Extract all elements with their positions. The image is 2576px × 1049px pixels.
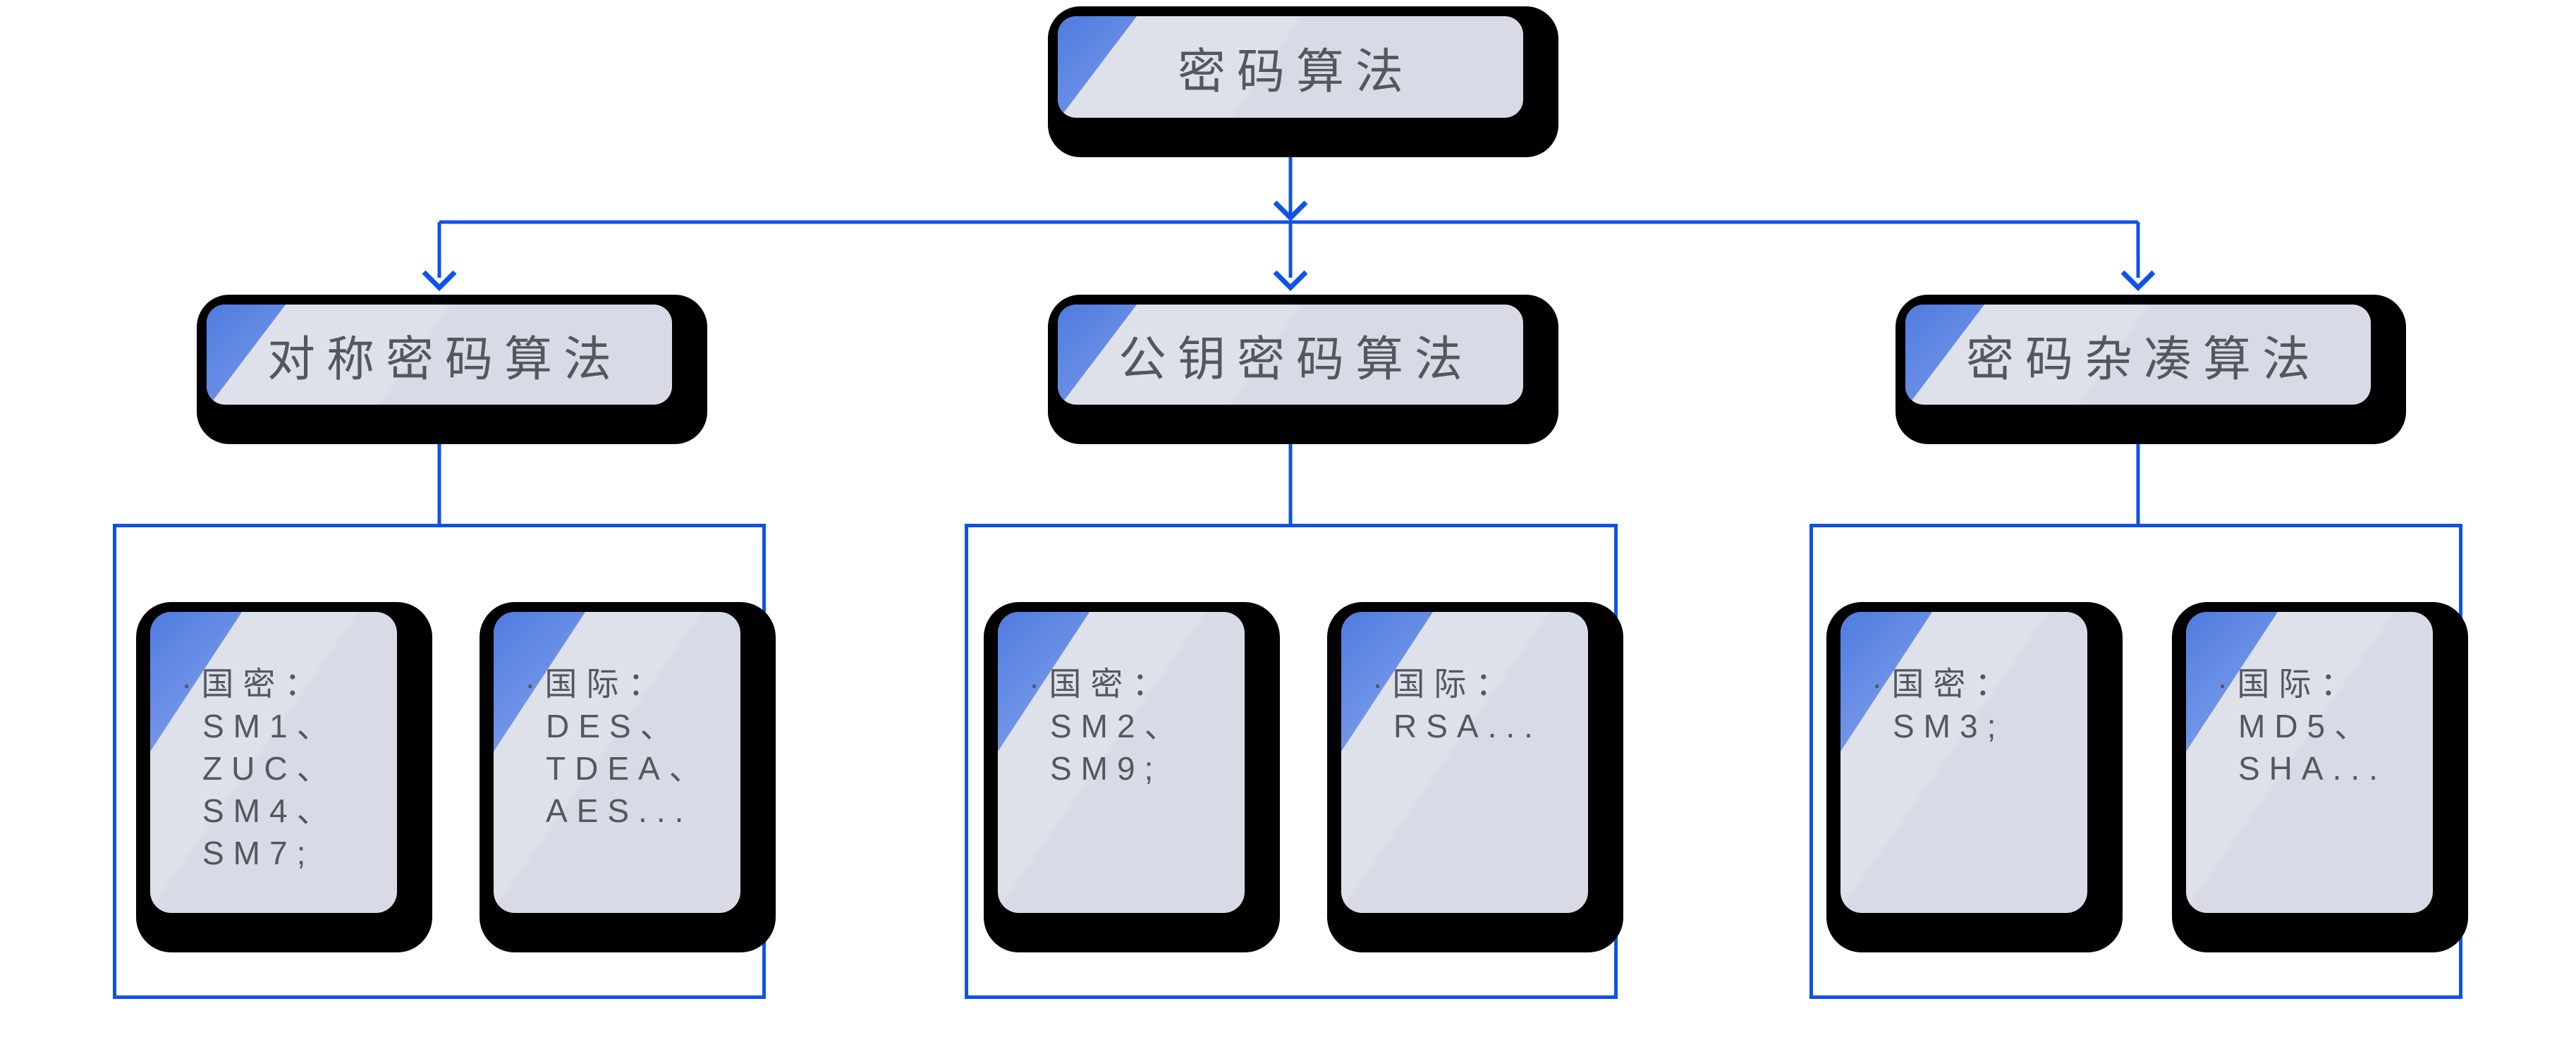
card-text: ·国密： SM2、 SM9; (1029, 665, 1186, 787)
branch-1-title: 对称密码算法 (267, 332, 623, 386)
branch-2-header: 公钥密码算法 (1048, 295, 1558, 444)
branch-2-title: 公钥密码算法 (1118, 332, 1474, 386)
card-face: ·国际： MD5、 SHA... (2186, 612, 2433, 913)
branch-2-domestic-card: ·国密： SM2、 SM9; (984, 602, 1280, 952)
root-node: 密码算法 (1048, 6, 1558, 157)
branch-3-header: 密码杂凑算法 (1896, 295, 2406, 444)
branch-3-title: 密码杂凑算法 (1965, 332, 2321, 386)
gloss-decoration (494, 612, 740, 913)
gloss-decoration (1058, 16, 1523, 118)
card-text: ·国际： RSA... (1372, 665, 1542, 744)
gloss-decoration (150, 612, 397, 913)
branch-3-international-card: ·国际： MD5、 SHA... (2172, 602, 2468, 952)
gloss-decoration (1058, 305, 1523, 405)
card-face: ·国密： SM2、 SM9; (998, 612, 1245, 913)
branch-1-international-card: ·国际： DES、 TDEA、 AES... (480, 602, 776, 952)
gloss-decoration (1905, 305, 2371, 405)
root-title: 密码算法 (1177, 44, 1415, 99)
branch-1-header-face: 对称密码算法 (207, 305, 672, 405)
branch-1-domestic-card: ·国密： SM1、 ZUC、 SM4、 SM7; (136, 602, 432, 952)
gloss-decoration (207, 305, 672, 405)
root-arrowhead (1273, 200, 1308, 221)
branch-2-international-card: ·国际： RSA... (1327, 602, 1623, 952)
card-text: ·国密： SM3; (1872, 665, 2017, 744)
card-text: ·国际： MD5、 SHA... (2217, 665, 2387, 787)
gloss-decoration (2186, 612, 2433, 913)
branch-3-domestic-card: ·国密： SM3; (1826, 602, 2123, 952)
branch-2-arrowhead (1273, 270, 1308, 291)
branch-3-arrowhead (2120, 270, 2156, 291)
branch-2-header-face: 公钥密码算法 (1058, 305, 1523, 405)
card-face: ·国际： RSA... (1341, 612, 1588, 913)
branch-1-arrowhead (422, 270, 457, 291)
card-face: ·国际： DES、 TDEA、 AES... (494, 612, 740, 913)
gloss-decoration (1341, 612, 1588, 913)
card-face: ·国密： SM1、 ZUC、 SM4、 SM7; (150, 612, 397, 913)
card-face: ·国密： SM3; (1841, 612, 2087, 913)
card-text: ·国际： DES、 TDEA、 AES... (525, 665, 711, 829)
card-text: ·国密： SM1、 ZUC、 SM4、 SM7; (181, 665, 338, 871)
gloss-decoration (1841, 612, 2087, 913)
gloss-decoration (998, 612, 1245, 913)
branch-1-header: 对称密码算法 (197, 295, 707, 444)
branch-3-header-face: 密码杂凑算法 (1905, 305, 2371, 405)
root-node-face: 密码算法 (1058, 16, 1523, 118)
